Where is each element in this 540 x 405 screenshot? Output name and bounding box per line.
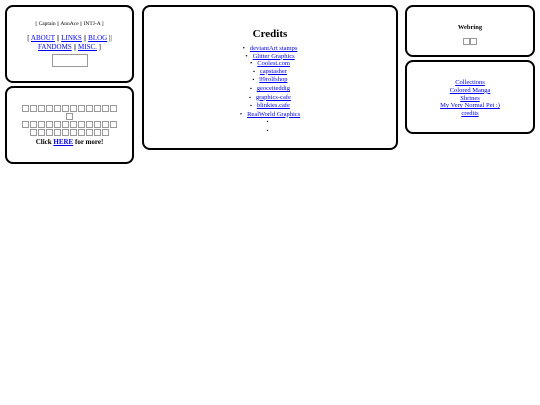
button-image-icon[interactable] — [86, 129, 93, 136]
button-image-icon[interactable] — [70, 105, 77, 112]
webring-prev-icon[interactable] — [463, 38, 470, 45]
button-image-icon[interactable] — [110, 105, 117, 112]
nav-link-about[interactable]: ABOUT — [30, 34, 55, 42]
button-image-icon[interactable] — [54, 121, 61, 128]
webring-next-icon[interactable] — [470, 38, 477, 45]
list-item: blinkies.cafe — [144, 102, 396, 111]
menu-link-pet[interactable]: My Very Normal Pet :) — [440, 102, 500, 110]
menu-link-colored-manga[interactable]: Colored Manga — [449, 86, 491, 94]
button-image-icon[interactable] — [22, 121, 29, 128]
buttons-panel: Click HERE for more! — [5, 86, 134, 164]
button-image-icon[interactable] — [102, 105, 109, 112]
menu-item: Collections — [407, 79, 533, 87]
menu-link-collections[interactable]: Collections — [455, 79, 485, 86]
credit-link[interactable]: Coolest.com — [257, 60, 290, 68]
menu-item: credits — [407, 110, 533, 118]
tagline: [ Captain || AnnAce || INTJ-A ] — [35, 21, 104, 27]
button-image-icon[interactable] — [54, 129, 61, 136]
more-prefix: Click — [35, 138, 54, 146]
menu-item: My Very Normal Pet :) — [407, 102, 533, 110]
button-image-icon[interactable] — [94, 129, 101, 136]
menu-panel: Collections Colored Manga Shrines My Ver… — [405, 60, 535, 134]
button-grid — [7, 105, 132, 137]
credit-link[interactable]: deviantArt stamps — [249, 45, 298, 52]
button-image-icon[interactable] — [30, 121, 37, 128]
button-image-icon[interactable] — [38, 121, 45, 128]
button-image-icon[interactable] — [94, 121, 101, 128]
button-image-icon[interactable] — [22, 105, 29, 112]
more-text: Click HERE for more! — [7, 138, 132, 146]
credit-link[interactable]: RealWorld Graphics — [247, 110, 301, 118]
button-row — [7, 121, 132, 129]
button-image-icon[interactable] — [86, 105, 93, 112]
credit-link[interactable]: geoceiteddig — [256, 84, 290, 92]
credits-list: deviantArt stamps Glitter Graphics Coole… — [144, 45, 396, 136]
credit-link[interactable]: capstasher — [259, 67, 287, 75]
empty-list-item — [144, 127, 396, 136]
nav-links: [ ABOUT || LINKS || BLOG || FANDOMS || M… — [27, 34, 112, 51]
button-image-icon[interactable] — [38, 129, 45, 136]
button-image-icon[interactable] — [46, 129, 53, 136]
button-image-icon[interactable] — [54, 105, 61, 112]
webring-panel: Webring — [405, 5, 535, 57]
list-item: capstasher — [144, 68, 396, 77]
button-image-icon[interactable] — [66, 113, 73, 120]
button-image-icon[interactable] — [70, 129, 77, 136]
menu-link-credits[interactable]: credits — [461, 110, 479, 118]
credit-link[interactable]: Glitter Graphics — [252, 52, 295, 60]
credits-panel: Credits deviantArt stamps Glitter Graphi… — [142, 5, 398, 150]
button-image-icon[interactable] — [30, 105, 37, 112]
button-image-icon[interactable] — [62, 121, 69, 128]
empty-list-item — [144, 118, 396, 127]
list-item: deviantArt stamps — [144, 45, 396, 53]
menu-item: Colored Manga — [407, 87, 533, 95]
nav-link-fandoms[interactable]: FANDOMS — [38, 42, 72, 51]
webring-title: Webring — [457, 24, 483, 31]
menu-list: Collections Colored Manga Shrines My Ver… — [407, 79, 533, 118]
button-image-icon[interactable] — [78, 121, 85, 128]
list-item: graphics-cafe — [144, 94, 396, 103]
button-image-icon[interactable] — [46, 121, 53, 128]
button-image-icon[interactable] — [30, 129, 37, 136]
webring-images — [407, 32, 533, 50]
button-row — [7, 105, 132, 113]
list-item: 99rolfshop — [144, 76, 396, 85]
list-item: Coolest.com — [144, 60, 396, 68]
button-row — [7, 113, 132, 121]
button-image-icon[interactable] — [102, 129, 109, 136]
button-image-icon[interactable] — [110, 121, 117, 128]
more-suffix: for more! — [73, 138, 104, 146]
button-image-icon[interactable] — [62, 129, 69, 136]
credit-link[interactable]: 99rolfshop — [259, 76, 288, 84]
list-item: geoceiteddig — [144, 85, 396, 94]
nav-panel: [ Captain || AnnAce || INTJ-A ] [ ABOUT … — [5, 5, 134, 83]
nav-link-blog[interactable]: BLOG — [88, 34, 108, 42]
menu-item: Shrines — [407, 95, 533, 103]
more-link[interactable]: HERE — [53, 138, 74, 146]
button-image-icon[interactable] — [78, 105, 85, 112]
button-image-icon[interactable] — [62, 105, 69, 112]
credits-title: Credits — [252, 28, 288, 40]
list-item: RealWorld Graphics — [144, 111, 396, 119]
nav-link-misc[interactable]: MISC. — [78, 42, 97, 51]
button-image-icon[interactable] — [46, 105, 53, 112]
button-image-icon[interactable] — [94, 105, 101, 112]
button-image-icon[interactable] — [38, 105, 45, 112]
credit-link[interactable]: blinkies.cafe — [256, 102, 290, 110]
broken-image-icon — [51, 54, 88, 67]
list-item: Glitter Graphics — [144, 53, 396, 61]
nav-link-links[interactable]: LINKS — [61, 34, 82, 42]
menu-link-shrines[interactable]: Shrines — [460, 94, 480, 102]
credit-link[interactable]: graphics-cafe — [255, 93, 291, 101]
button-image-icon[interactable] — [78, 129, 85, 136]
button-image-icon[interactable] — [70, 121, 77, 128]
button-row — [7, 129, 132, 137]
button-image-icon[interactable] — [102, 121, 109, 128]
button-image-icon[interactable] — [86, 121, 93, 128]
